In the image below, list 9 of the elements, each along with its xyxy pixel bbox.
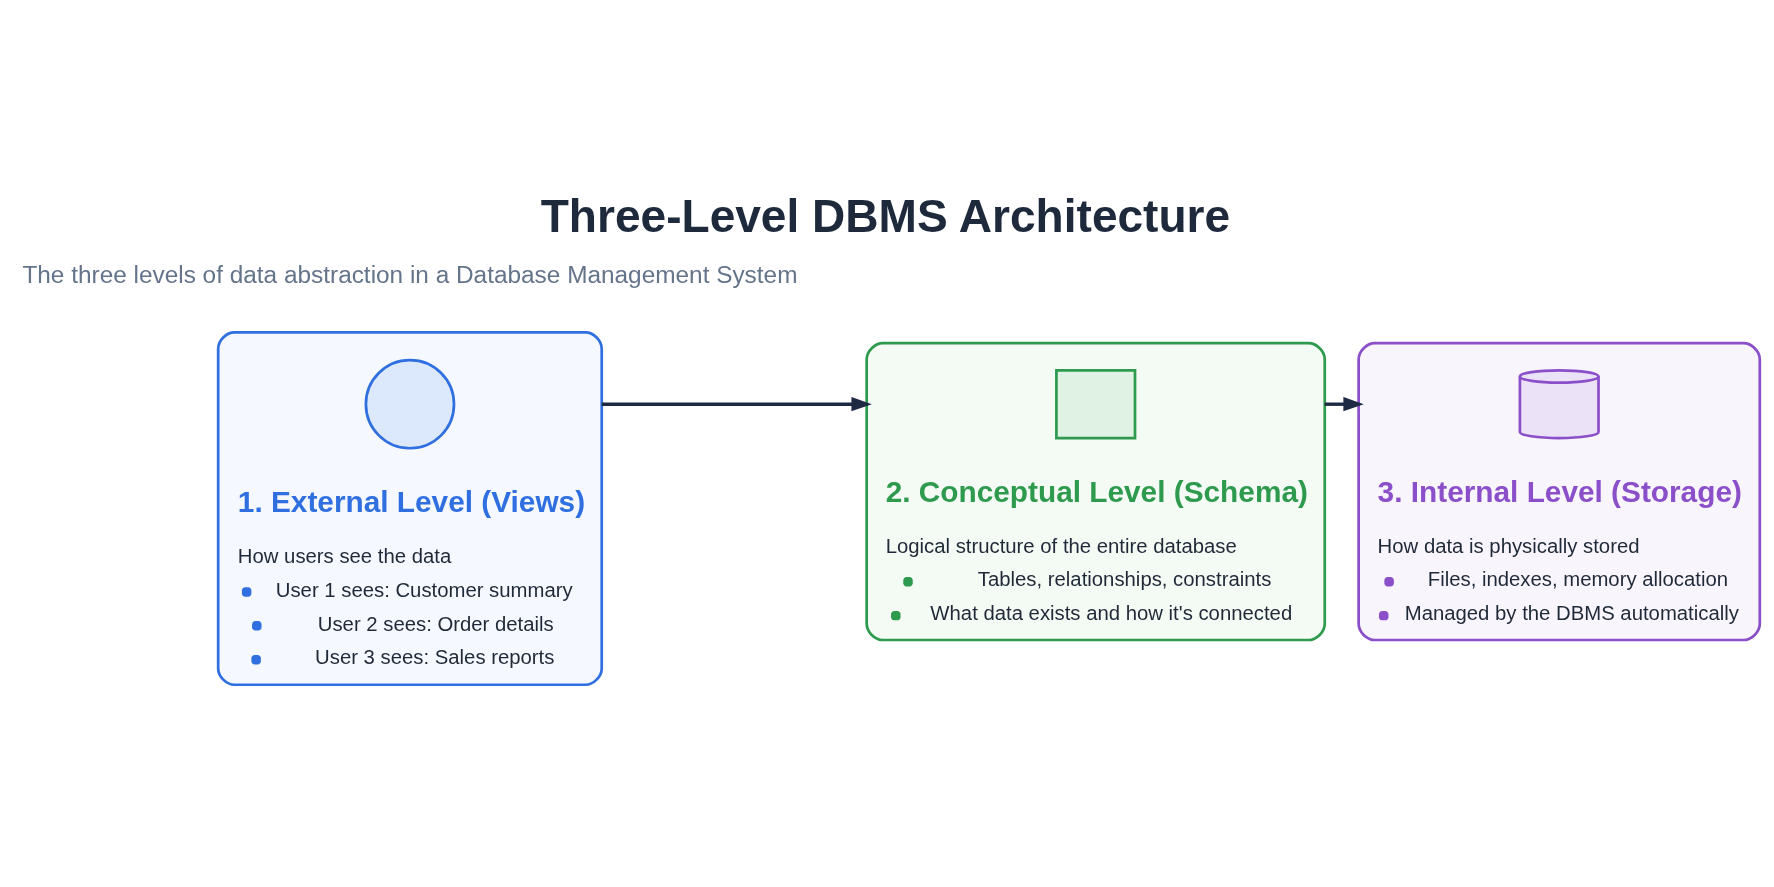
cluster: 2. Conceptual Level (Schema) Logical structure of the entire database Tables, relationships, constraints What data exists and how it's connected [865, 341, 1327, 642]
node-person [364, 358, 456, 450]
diagram-title: Three-Level DBMS Architecture [540, 190, 1231, 243]
node-box [1055, 368, 1137, 440]
arrow [1324, 397, 1364, 412]
arrow [601, 397, 872, 412]
label: The three levels of data abstraction in a Database Management System [22, 260, 798, 288]
cluster: 1. External Level (Views) How users see the data User 1 sees: Customer summary User 2 sees: Order details User 3 sees: Sales reports [216, 331, 604, 687]
cluster: 3. Internal Level (Storage) How data is physically stored Files, indexes, memory allocation Managed by the DBMS automatically [1357, 341, 1762, 642]
